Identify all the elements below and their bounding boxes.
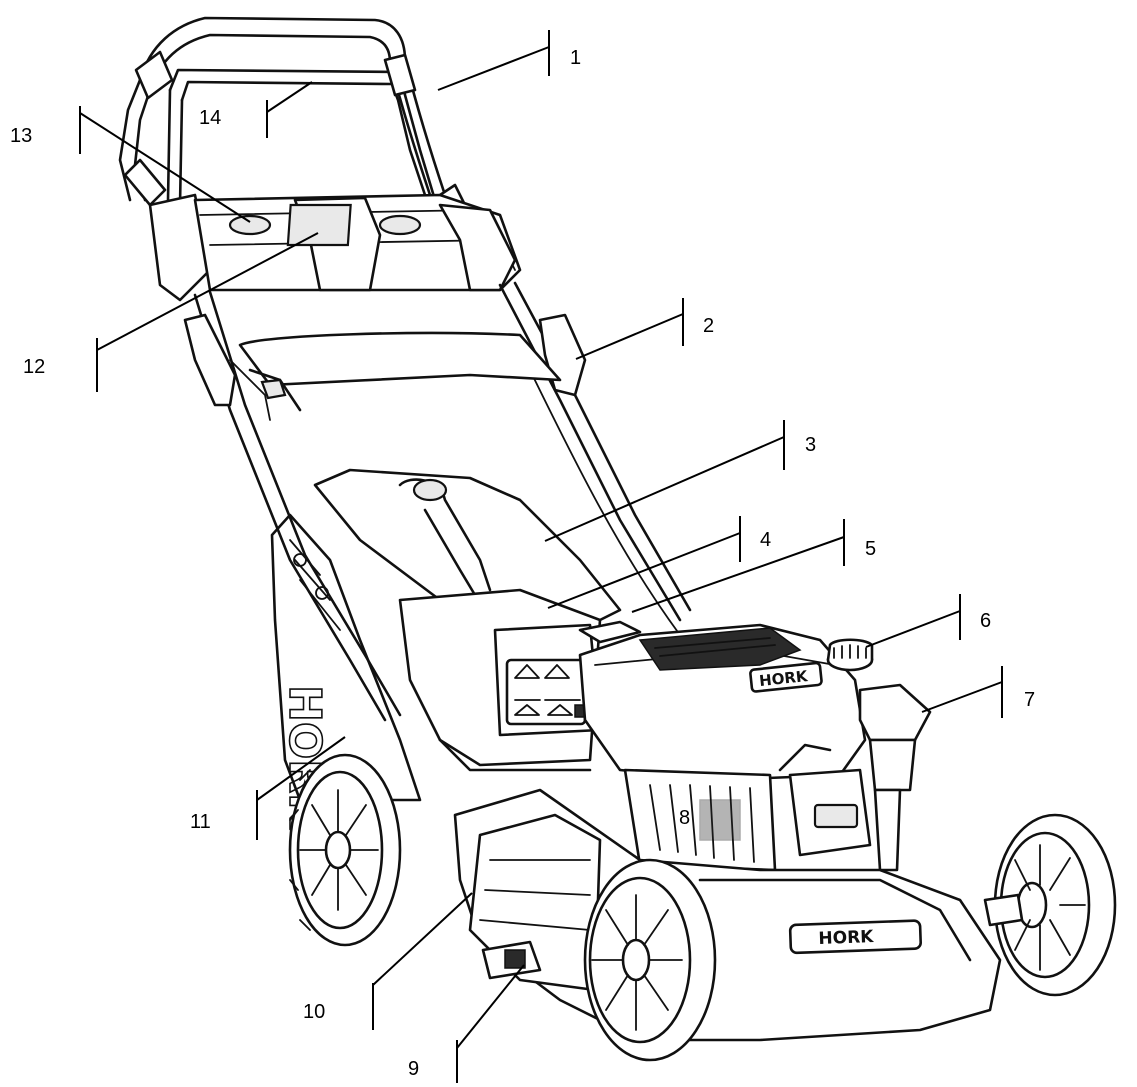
callout-1: 1 [570, 47, 581, 69]
handle-assembly [118, 16, 472, 224]
rear-housing [398, 588, 602, 772]
callout-leaders [79, 30, 1003, 1083]
callout-3: 3 [805, 434, 816, 456]
callout-4: 4 [760, 529, 771, 551]
callout-labels: 1 2 3 4 5 6 7 8 9 10 11 12 13 14 [10, 47, 1035, 1080]
rear-left-wheel [288, 753, 402, 947]
callout-5: 5 [865, 538, 876, 560]
callout-10: 10 [303, 1001, 325, 1023]
callout-11: 11 [190, 811, 211, 833]
callout-6: 6 [980, 610, 991, 632]
deck-brand-logo: HORK [818, 927, 874, 949]
callout-12: 12 [23, 356, 45, 378]
front-left-wheel [583, 858, 717, 1062]
warning-pictograms [505, 658, 587, 726]
callout-8: 8 [679, 807, 690, 829]
control-console [148, 193, 522, 302]
callout-14: 14 [199, 107, 221, 129]
grass-bag-frame [238, 331, 622, 642]
callout-2: 2 [703, 315, 714, 337]
callout-13: 13 [10, 125, 32, 147]
engine-brand-logo: HORK [758, 667, 809, 690]
callout-9: 9 [408, 1058, 419, 1080]
callout-7: 7 [1024, 689, 1035, 711]
front-right-wheel [983, 813, 1117, 997]
engine: HORK [578, 620, 932, 872]
